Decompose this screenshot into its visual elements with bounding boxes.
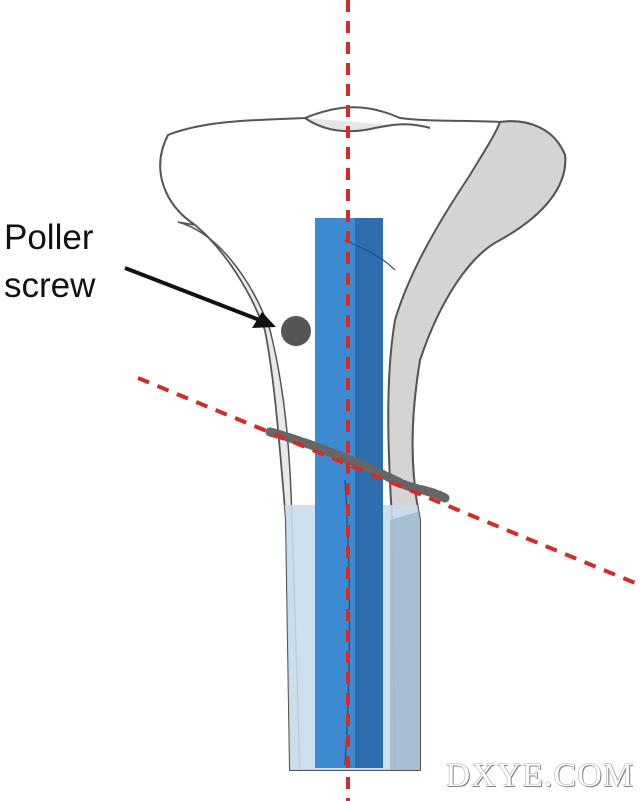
oblique-axis-line (137, 376, 640, 587)
watermark: DXYE.COM (445, 757, 634, 794)
tibial-plateau (304, 117, 431, 133)
arrow-icon (124, 266, 276, 328)
poller-screw-label-line1: Poller (4, 218, 94, 257)
fibula (387, 120, 567, 771)
poller-screw (281, 316, 311, 346)
fracture-line (265, 427, 450, 503)
poller-screw-label-line2: screw (4, 266, 96, 305)
